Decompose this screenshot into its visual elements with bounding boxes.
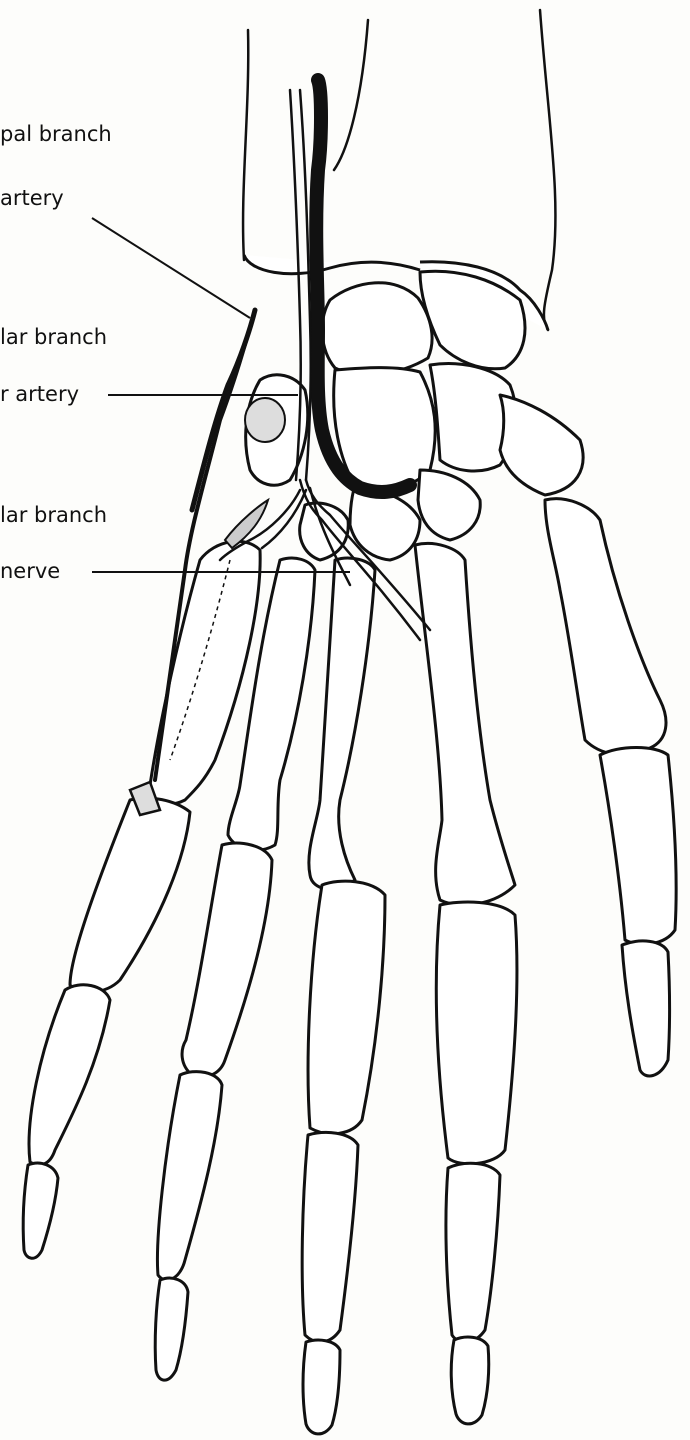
label-artery-1: artery <box>0 188 64 209</box>
middle-finger-bones <box>302 558 385 1434</box>
little-finger-bones <box>545 499 676 1076</box>
label-carpal-branch: pal branch <box>0 124 112 145</box>
label-palmar-branch-nerve: lar branch <box>0 505 107 526</box>
label-palmar-branch: lar branch <box>0 327 107 348</box>
label-artery-2: r artery <box>0 384 79 405</box>
ring-finger-bones <box>415 543 517 1423</box>
label-nerve: nerve <box>0 561 60 582</box>
